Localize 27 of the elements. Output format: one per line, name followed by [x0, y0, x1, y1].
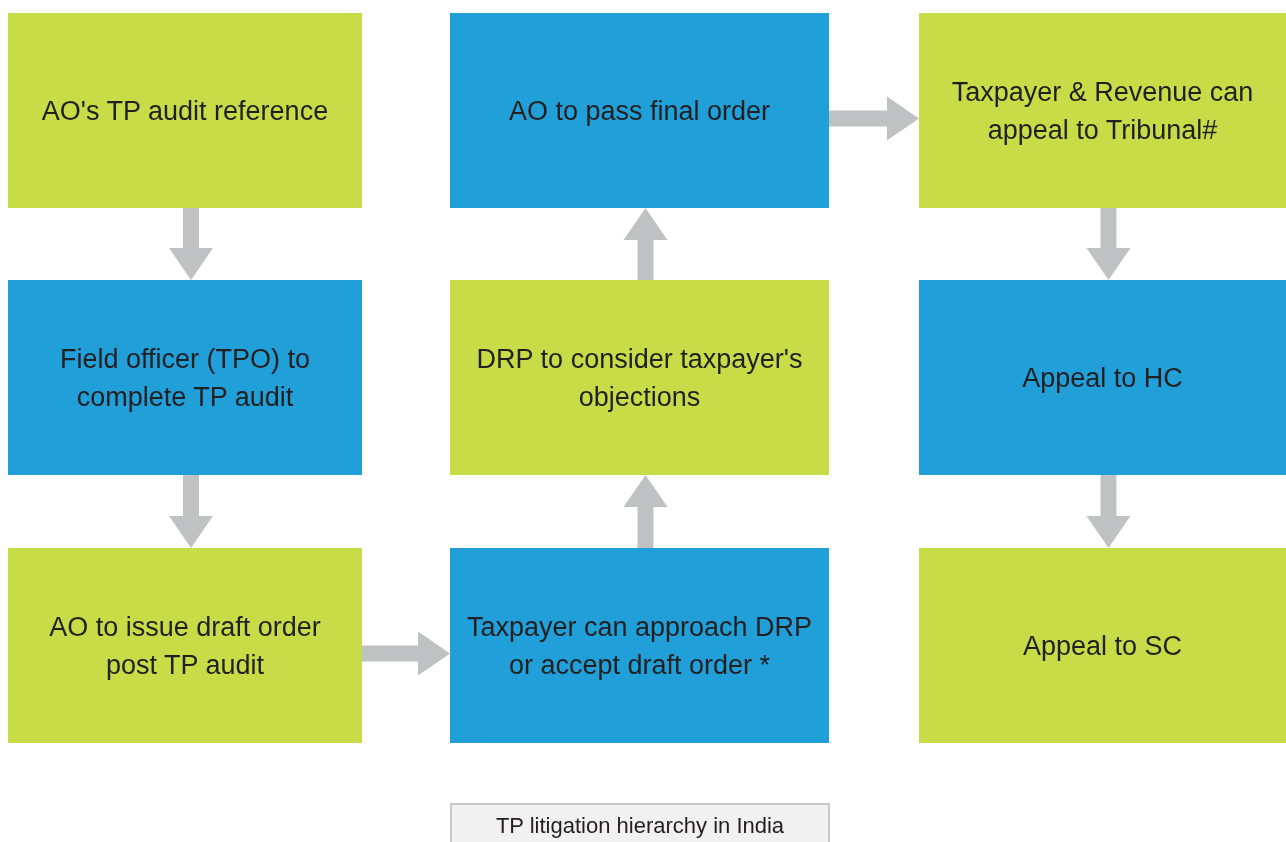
box-text: AO to pass final order	[508, 94, 771, 128]
block-arrow	[169, 475, 213, 548]
process-box	[919, 548, 1286, 743]
caption: TP litigation hierarchy in India	[450, 803, 830, 842]
block-arrow	[623, 475, 668, 548]
block-arrow	[623, 208, 668, 280]
box-text: DRP to consider taxpayer's objections	[475, 342, 804, 414]
box-text: Appeal to SC	[1022, 629, 1183, 663]
block-arrow	[362, 631, 450, 676]
process-box	[8, 280, 362, 475]
process-box	[450, 280, 829, 475]
block-arrow	[829, 96, 919, 141]
block-arrow	[1086, 208, 1131, 280]
process-box	[450, 13, 829, 208]
process-box	[8, 548, 362, 743]
box-text: Taxpayer & Revenue can appeal to Tribunal#	[950, 75, 1255, 147]
process-box	[8, 13, 362, 208]
process-box	[919, 280, 1286, 475]
box-text: AO's TP audit reference	[41, 94, 329, 128]
box-text: Appeal to HC	[1022, 361, 1183, 395]
process-box	[450, 548, 829, 743]
box-text: Field officer (TPO) to complete TP audit	[58, 342, 312, 414]
block-arrow	[169, 208, 213, 280]
box-text: Taxpayer can approach DRP or accept draft order *	[466, 610, 813, 682]
process-box	[919, 13, 1286, 208]
box-text: AO to issue draft order post TP audit	[48, 610, 322, 682]
block-arrow	[1086, 475, 1131, 548]
